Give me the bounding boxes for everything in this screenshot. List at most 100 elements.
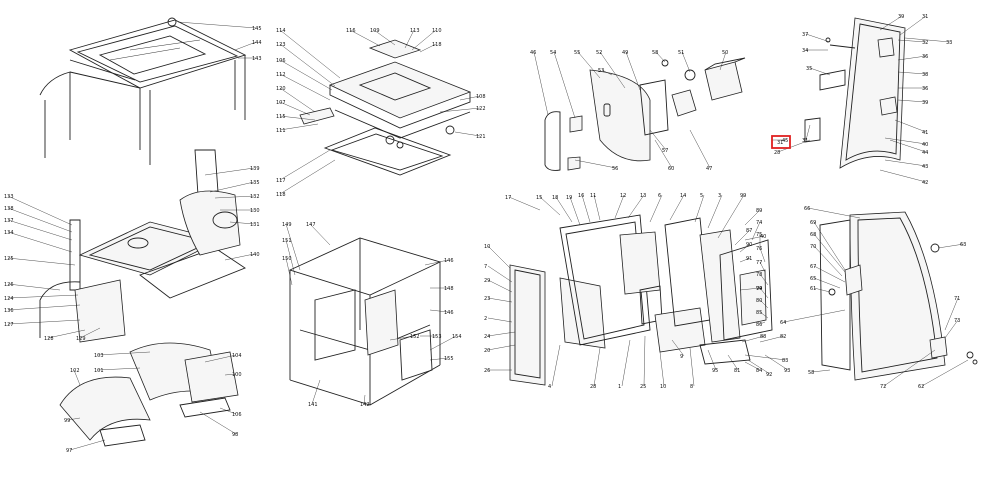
callout-label: 31 bbox=[922, 14, 928, 20]
leader-line bbox=[627, 194, 645, 219]
callout-label: 19 bbox=[566, 195, 572, 201]
leader-line bbox=[285, 257, 293, 286]
callout-label: 86 bbox=[756, 322, 762, 328]
leader-line bbox=[694, 194, 705, 223]
leader-line bbox=[921, 359, 969, 387]
leader-line bbox=[899, 15, 927, 36]
rear-window-assembly bbox=[804, 17, 906, 169]
leader-line bbox=[879, 169, 927, 183]
callout-label: 25 bbox=[640, 384, 646, 390]
leader-line bbox=[279, 43, 336, 87]
door-panels-assembly bbox=[509, 214, 773, 386]
leader-line bbox=[777, 139, 811, 153]
leader-line bbox=[279, 159, 336, 195]
callout-label: 134 bbox=[4, 230, 14, 236]
leader-line bbox=[279, 87, 316, 113]
callout-label: 42 bbox=[922, 180, 928, 186]
callout-label: 40 bbox=[760, 234, 766, 240]
callout-label: 124 bbox=[4, 296, 14, 302]
callout-label: 1 bbox=[618, 384, 621, 390]
callout-label: 32 bbox=[922, 40, 928, 46]
leader-line bbox=[889, 139, 927, 153]
callout-label: 82 bbox=[780, 334, 786, 340]
leader-line bbox=[7, 294, 79, 299]
leader-line bbox=[744, 361, 761, 371]
leader-line bbox=[884, 159, 927, 167]
leader-line bbox=[601, 69, 613, 76]
callout-label: 60 bbox=[668, 166, 674, 172]
leader-line bbox=[508, 196, 541, 211]
callout-label: 146 bbox=[444, 258, 454, 264]
callout-label: 68 bbox=[810, 232, 816, 238]
callout-label: 139 bbox=[250, 166, 260, 172]
leader-line bbox=[741, 335, 765, 343]
callout-label: 41 bbox=[922, 130, 928, 136]
callout-label: 38 bbox=[922, 72, 928, 78]
callout-label: 31 bbox=[802, 138, 808, 144]
leader-line bbox=[783, 309, 846, 323]
leader-line bbox=[533, 51, 549, 116]
leader-line bbox=[689, 347, 695, 387]
callout-label: 63 bbox=[960, 242, 966, 248]
callout-label: 101 bbox=[94, 368, 104, 374]
roof-frame-assembly bbox=[39, 17, 247, 165]
callout-label: 28 bbox=[774, 150, 780, 156]
leader-line bbox=[764, 354, 789, 371]
leader-line bbox=[97, 367, 141, 371]
leader-line bbox=[643, 335, 646, 387]
leader-line bbox=[487, 265, 513, 283]
callout-label: 76 bbox=[756, 246, 762, 252]
callout-label: 153 bbox=[432, 334, 442, 340]
callout-label: 9 bbox=[680, 354, 683, 360]
leader-line bbox=[759, 311, 769, 319]
leader-line bbox=[229, 221, 255, 225]
callout-label: 114 bbox=[276, 28, 286, 34]
leader-line bbox=[904, 37, 951, 43]
leader-line bbox=[67, 417, 81, 421]
callout-label: 113 bbox=[410, 28, 420, 34]
callout-label: 89 bbox=[756, 208, 762, 214]
leader-line bbox=[659, 351, 665, 387]
callout-label: 2 bbox=[484, 316, 487, 322]
leader-line bbox=[219, 407, 237, 415]
callout-label: 122 bbox=[476, 106, 486, 112]
callout-label: 47 bbox=[706, 166, 712, 172]
callout-label: 149 bbox=[282, 222, 292, 228]
leader-line bbox=[813, 245, 843, 277]
leader-line bbox=[689, 129, 711, 169]
leader-lines bbox=[7, 15, 969, 451]
callout-label: 10 bbox=[484, 244, 490, 250]
leader-line bbox=[719, 51, 727, 71]
leader-line bbox=[811, 369, 831, 373]
callout-label: 99 bbox=[740, 193, 746, 199]
leader-line bbox=[487, 297, 513, 303]
callout-label: 52 bbox=[596, 50, 602, 56]
leader-line bbox=[69, 439, 106, 451]
callout-label: 154 bbox=[452, 334, 462, 340]
leader-line bbox=[419, 43, 437, 53]
callout-label: 118 bbox=[276, 192, 286, 198]
callout-label: 46 bbox=[530, 50, 536, 56]
callout-label: 115 bbox=[276, 114, 286, 120]
leader-line bbox=[555, 196, 573, 223]
callout-label: 137 bbox=[4, 218, 14, 224]
leader-line bbox=[593, 194, 601, 221]
leader-line bbox=[577, 51, 601, 79]
leader-line bbox=[717, 194, 745, 239]
leader-line bbox=[7, 219, 73, 241]
leader-line bbox=[599, 51, 626, 89]
callout-label: 15 bbox=[536, 195, 542, 201]
callout-label: 146 bbox=[444, 310, 454, 316]
callout-label: 17 bbox=[505, 195, 511, 201]
highlight-box bbox=[771, 135, 791, 149]
callout-label: 36 bbox=[922, 54, 928, 60]
callout-label: 45 bbox=[782, 138, 788, 144]
callout-label: 3 bbox=[718, 193, 721, 199]
callout-label: 6 bbox=[658, 193, 661, 199]
callout-label: 94 bbox=[756, 286, 762, 292]
leader-line bbox=[739, 257, 751, 263]
leader-line bbox=[279, 115, 316, 121]
callout-label: 53 bbox=[598, 68, 604, 74]
callout-label: 91 bbox=[746, 256, 752, 262]
callout-label: 108 bbox=[476, 94, 486, 100]
